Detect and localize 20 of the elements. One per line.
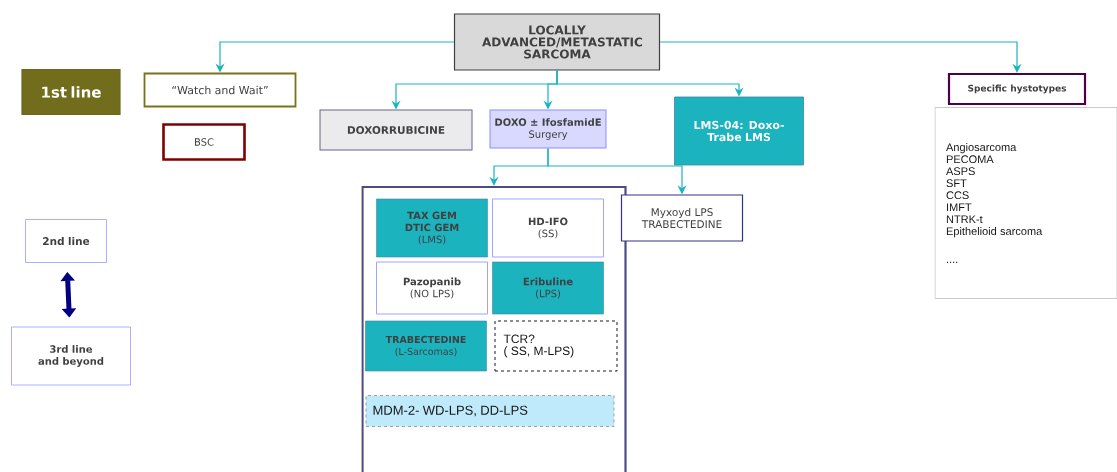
- treatment-box: HD-IFO (SS): [492, 198, 604, 258]
- treatment-box: DOXO ± IfosfamidE Surgery: [489, 109, 607, 149]
- treatment-box: LMS-04: Doxo-Trabe LMS: [674, 96, 804, 166]
- treatment-box: Myxoyd LPS TRABECTEDINE: [620, 194, 744, 242]
- option-box: BSC: [162, 123, 246, 161]
- line-label: 1st line: [21, 68, 121, 116]
- treatment-box: Eribuline (LPS): [492, 261, 604, 315]
- treatment-box: MDM-2- WD-LPS, DD-LPS: [365, 395, 615, 427]
- option-box: “Watch and Wait”: [143, 72, 297, 108]
- treatment-box: TCR? ( SS, M-LPS): [494, 320, 618, 372]
- list-box: Angiosarcoma PECOMA ASPS SFT CCS IMFT NTRK-t Epithelioid sarcoma ....: [934, 107, 1117, 299]
- treatment-box: TAX GEM DTIC GEM (LMS): [376, 198, 488, 258]
- arrow: [659, 41, 1022, 73]
- treatment-box: Pazopanib (NO LPS): [376, 261, 488, 315]
- treatment-box: TRABECTEDINE (L-Sarcomas): [365, 320, 487, 372]
- category-box: Specific hystotypes: [947, 72, 1087, 106]
- treatment-box: DOXORRUBICINE: [319, 109, 473, 151]
- line-label: 2nd line: [25, 219, 107, 263]
- line-label: 3rd line and beyond: [11, 326, 131, 386]
- title-box: LOCALLY ADVANCED/METASTATIC SARCOMA: [453, 13, 661, 71]
